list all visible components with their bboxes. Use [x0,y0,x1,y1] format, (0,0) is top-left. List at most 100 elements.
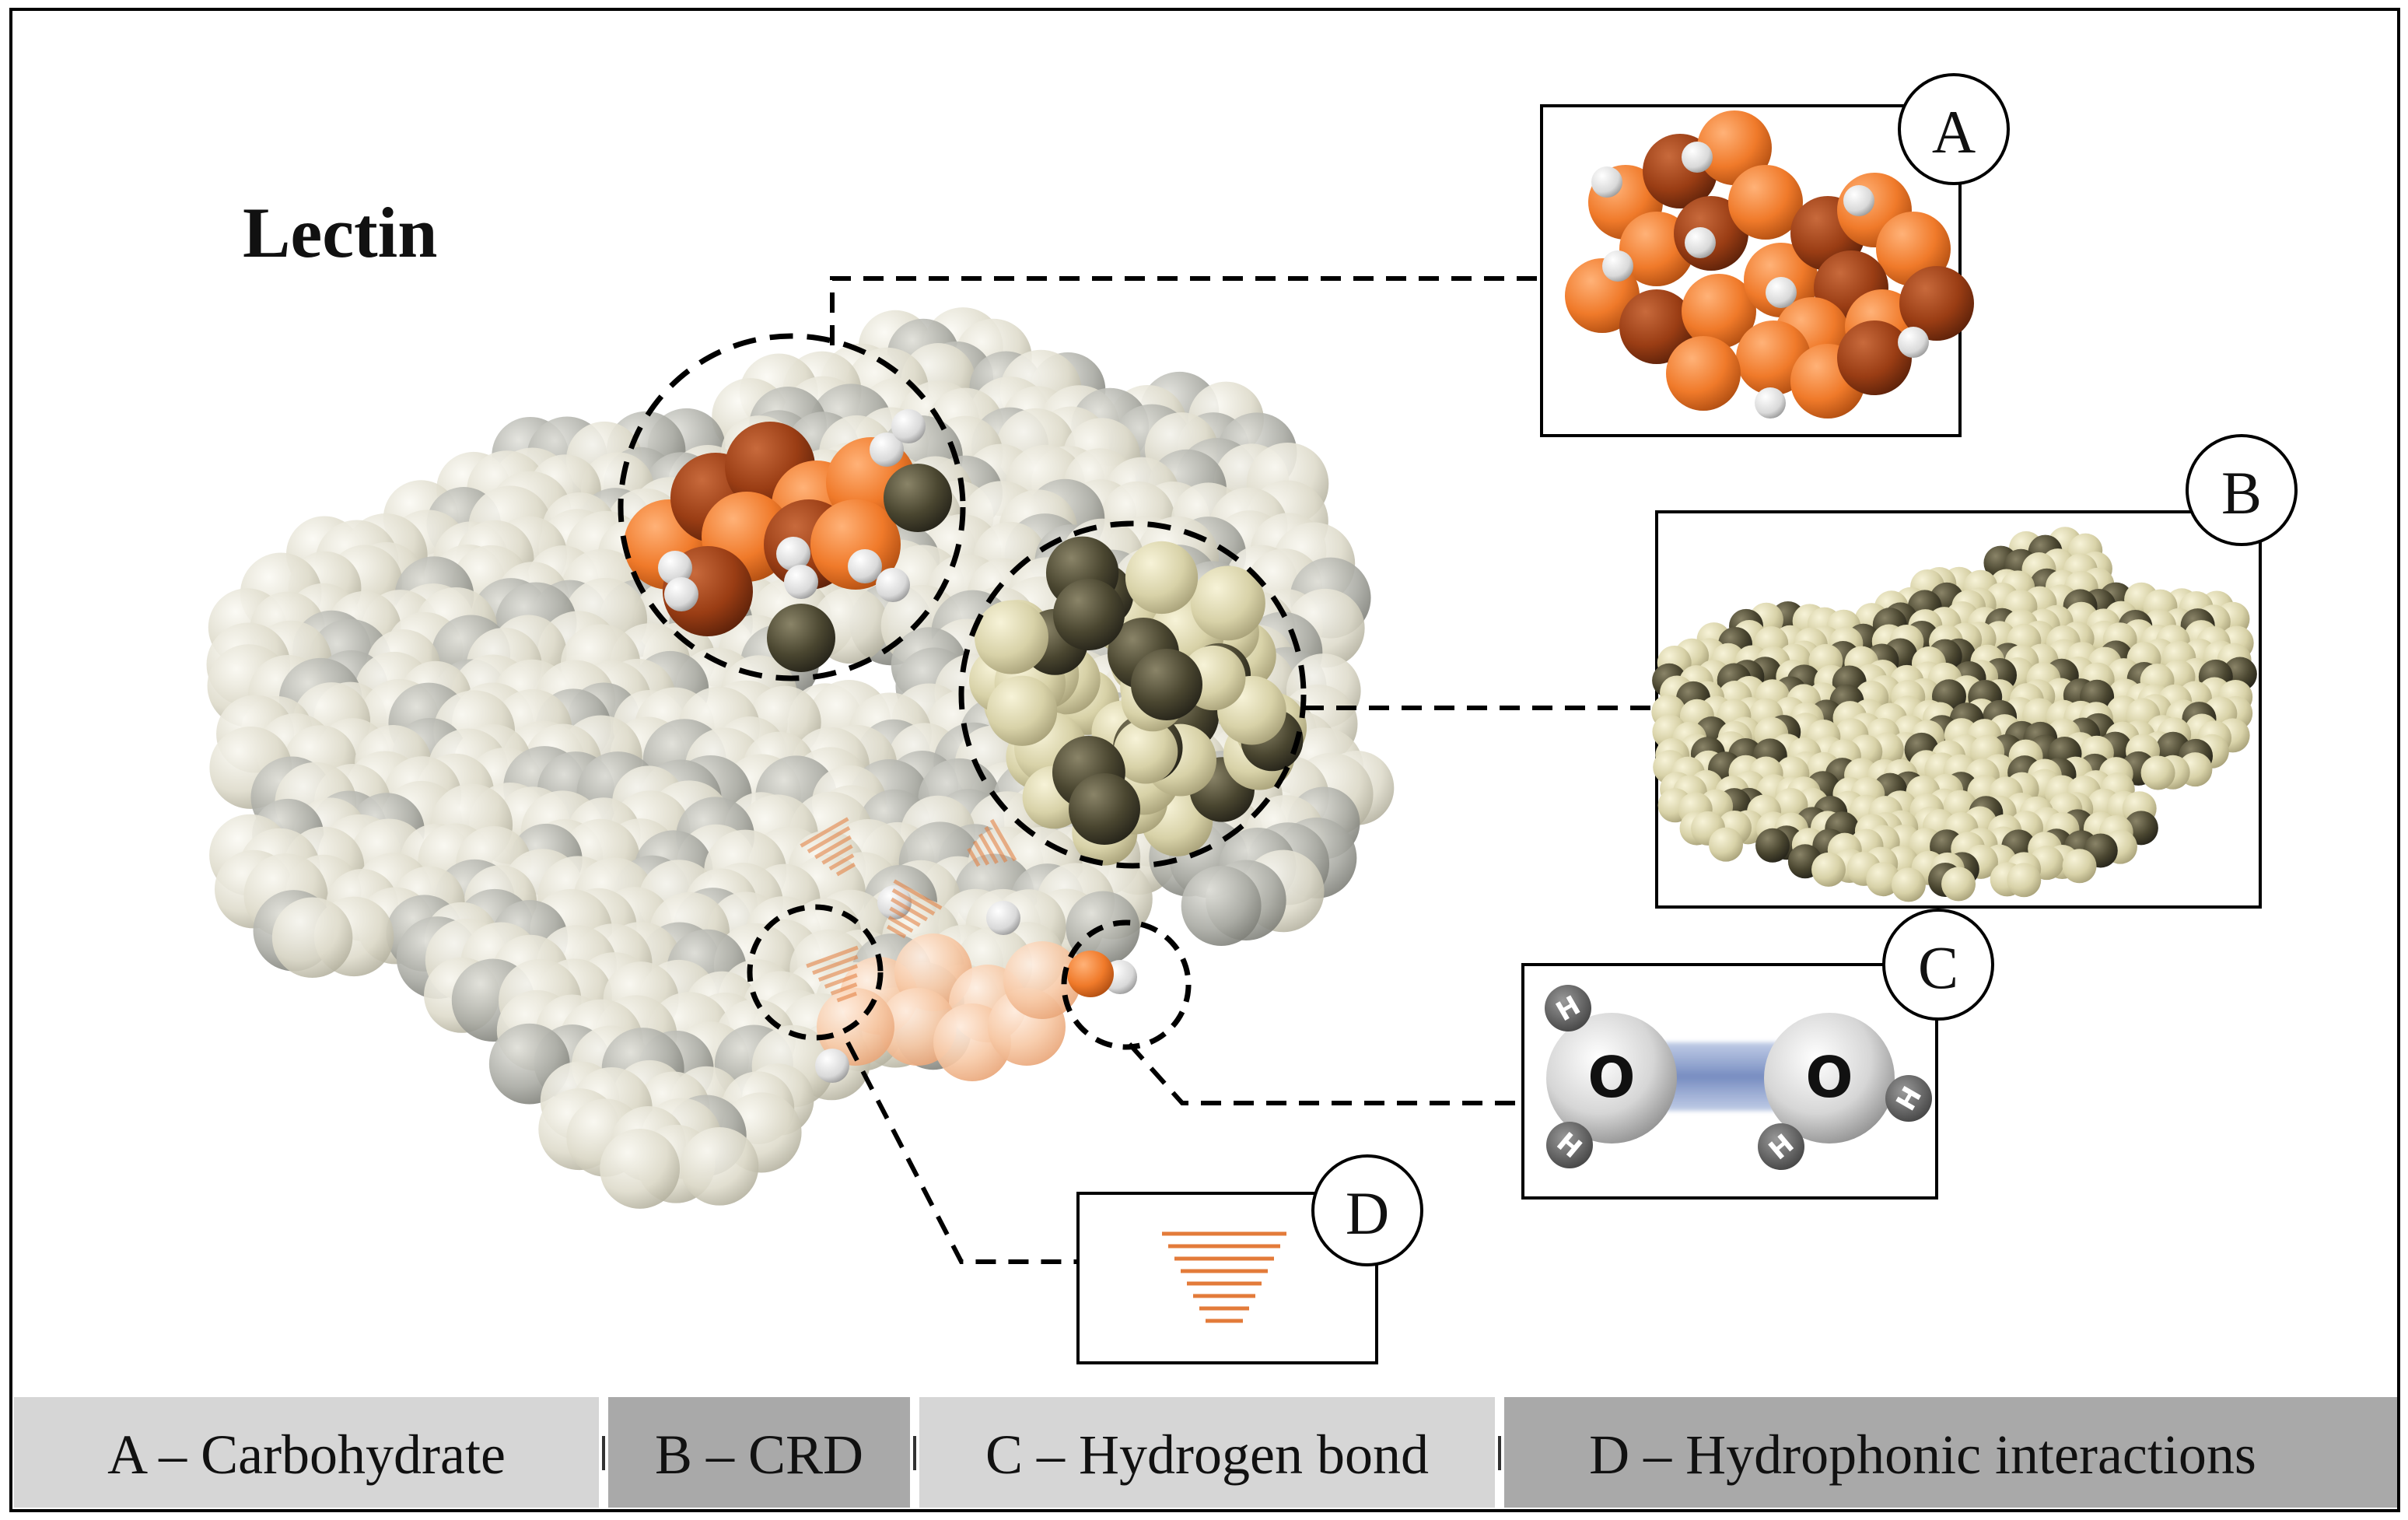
callout-letter-d: D [1346,1179,1389,1247]
crd-atom [1941,867,1976,902]
carbohydrate-atom [1619,289,1694,364]
connector-a [830,276,1542,345]
hydrogen-atom [1546,1122,1593,1168]
hydrogen-atom [1885,1075,1932,1122]
protein-atom [600,1129,681,1209]
callout-badge-d [1311,1154,1423,1266]
hydrophobic-stroke [828,853,855,871]
carbohydrate-atom [1003,941,1081,1019]
hydrogen-atom [986,901,1020,935]
crd-atom [1891,867,1926,902]
protein-atom [680,1127,759,1206]
callout-box-d: D [1076,1154,1423,1364]
carbohydrate-molecule-image [1565,110,1974,419]
hydrophobic-stroke [967,847,981,867]
connector-c [1127,1042,1523,1105]
crd-atom [1709,827,1744,862]
oxygen-label-right: O [1805,1045,1853,1110]
legend-label-crd: B – CRD [655,1424,863,1486]
carbohydrate-atom [1899,266,1974,341]
hydrophobic-stroke [821,844,853,865]
callout-letter-b: B [2221,459,2262,527]
crd-atom [1131,649,1202,720]
hydrophobic-stroke [812,954,859,975]
hydrophobic-stroke [807,826,851,854]
callout-frame-d [1076,1192,1378,1364]
hydrophobic-stroke [887,916,914,933]
callout-badge-b [2186,434,2298,546]
hydrophobic-stroke [984,825,1008,863]
hydrophobic-marks [800,817,1017,1003]
hydrophobic-stroke [889,906,921,927]
callout-letter-a: A [1932,98,1976,166]
hydrophobic-stroke [891,888,936,916]
hydrophobic-stroke [814,835,852,860]
hydrophobic-stroke [972,840,990,866]
carbohydrate-atom [1697,110,1772,185]
hydrogen-atom [664,577,698,611]
legend-item-hydrogen-bond [919,1397,1495,1508]
hydrogen-atom [1682,142,1713,173]
hydrophobic-stroke [989,818,1017,862]
hydrogen-atom [1898,327,1929,358]
hydrogen-atom [1591,166,1622,198]
hydrogen-atom [658,551,692,585]
connector-lines [830,276,1654,1264]
callout-box-a: A [1540,73,2010,437]
callout-box-c: O O H H H H C [1521,909,1994,1200]
carbohydrate-atom [1682,274,1756,348]
legend-item-crd [608,1397,910,1508]
hydrophobic-stroke [978,833,999,864]
hydrophobic-stroke [836,991,857,1003]
crd-atom [2007,863,2042,898]
bound-carbohydrate [624,409,952,672]
diagram-title: Lectin [243,193,437,272]
hydrophobic-stroke [824,973,858,989]
hydrogen-atom [1843,185,1874,216]
hydrophobic-stroke [893,879,943,910]
carbohydrate-atom [1837,320,1912,395]
crd-atom [2062,849,2097,884]
hydrogen-atom [1758,1123,1804,1170]
crd-structure-image [1651,527,2257,902]
carbohydrate-highlight-circle [618,333,966,681]
crd-atom [974,600,1048,674]
hydrogen-atom [1685,227,1716,258]
hydrogen-atom [815,1049,849,1083]
callout-badge-c [1882,909,1994,1021]
crd-atom [767,604,835,672]
figure-border [9,8,2400,1512]
hydrophobic-stroke [835,862,856,877]
legend-label-hydrophobic: D – Hydrophonic interactions [1589,1424,2256,1486]
legend-label-hydrogen-bond: C – Hydrogen bond [985,1424,1429,1486]
hydrophobic-stroke [800,817,849,848]
legend-label-carbohydrate: A – Carbohydrate [107,1424,506,1486]
hydrophobic-stroke [830,982,858,996]
hydrogen-atom [776,537,810,571]
crd-atom [2140,755,2175,790]
legend-bar: A – Carbohydrate B – CRD C – Hydrogen bo… [14,1397,2397,1508]
callout-box-b: B [1651,434,2298,909]
legend-item-hydrophobic [1504,1397,2397,1508]
legend-item-carbohydrate [14,1397,599,1508]
connector-d [845,1041,1080,1264]
hydrogen-atom [1766,277,1797,308]
crd-atom [884,464,952,532]
hydrogen-bond-bar [1641,1042,1789,1111]
hydrogen-atom [1545,985,1591,1031]
hydrophobic-stroke [886,924,907,939]
oxygen-atom-right [1764,1013,1895,1144]
hydrogen-atom [891,409,926,443]
hydrophobic-stroke [891,897,928,922]
oxygen-atom-left [1546,1013,1677,1144]
hydrophobic-stroke [818,964,859,982]
crd-atom [1125,541,1199,615]
hydrogen-atom [1602,250,1633,282]
crd-region [969,536,1307,866]
carbohydrate-atom [1067,951,1114,997]
carbohydrate-atom [1666,336,1741,411]
hydrogen-atom [1755,387,1786,419]
hydrogen-atom [848,549,882,583]
